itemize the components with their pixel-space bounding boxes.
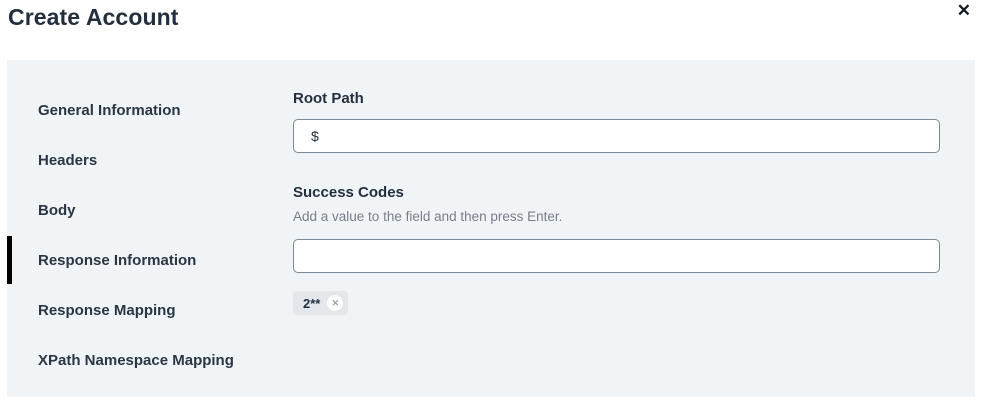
success-codes-label: Success Codes [293, 184, 404, 201]
x-icon: ✕ [331, 297, 340, 308]
sidebar-item-body[interactable]: Body [7, 185, 293, 235]
success-code-chip: 2** ✕ [293, 291, 349, 315]
sidebar-item-general-information[interactable]: General Information [7, 85, 293, 135]
sidebar-item-response-information[interactable]: Response Information [7, 235, 293, 285]
success-codes-field: Success Codes Add a value to the field a… [293, 184, 975, 315]
sidebar-item-label: Body [38, 201, 76, 219]
close-button[interactable]: ✕ [955, 0, 973, 21]
chip-remove-button[interactable]: ✕ [327, 295, 344, 311]
sidebar-item-label: Response Mapping [38, 301, 176, 319]
sidebar-item-label: Headers [38, 151, 98, 169]
sidebar-item-label: Response Information [38, 251, 197, 269]
chip-label: 2** [303, 295, 321, 311]
success-codes-input[interactable] [293, 239, 940, 273]
form-content: Root Path Success Codes Add a value to t… [293, 60, 975, 397]
success-codes-helper: Add a value to the field and then press … [293, 209, 563, 224]
sidebar-item-headers[interactable]: Headers [7, 135, 293, 185]
create-account-panel: General Information Headers Body Respons… [7, 60, 975, 397]
page-title: Create Account [8, 4, 179, 30]
root-path-input[interactable] [293, 119, 940, 153]
sidebar: General Information Headers Body Respons… [7, 60, 293, 397]
sidebar-item-label: XPath Namespace Mapping [38, 351, 234, 369]
chip-row: 2** ✕ [293, 291, 975, 315]
sidebar-item-response-mapping[interactable]: Response Mapping [7, 285, 293, 335]
close-icon: ✕ [956, 1, 971, 20]
root-path-label: Root Path [293, 90, 364, 107]
sidebar-item-label: General Information [38, 101, 181, 119]
root-path-field: Root Path [293, 90, 975, 153]
sidebar-item-xpath-namespace-mapping[interactable]: XPath Namespace Mapping [7, 335, 293, 385]
titlebar: Create Account ✕ [0, 0, 994, 60]
